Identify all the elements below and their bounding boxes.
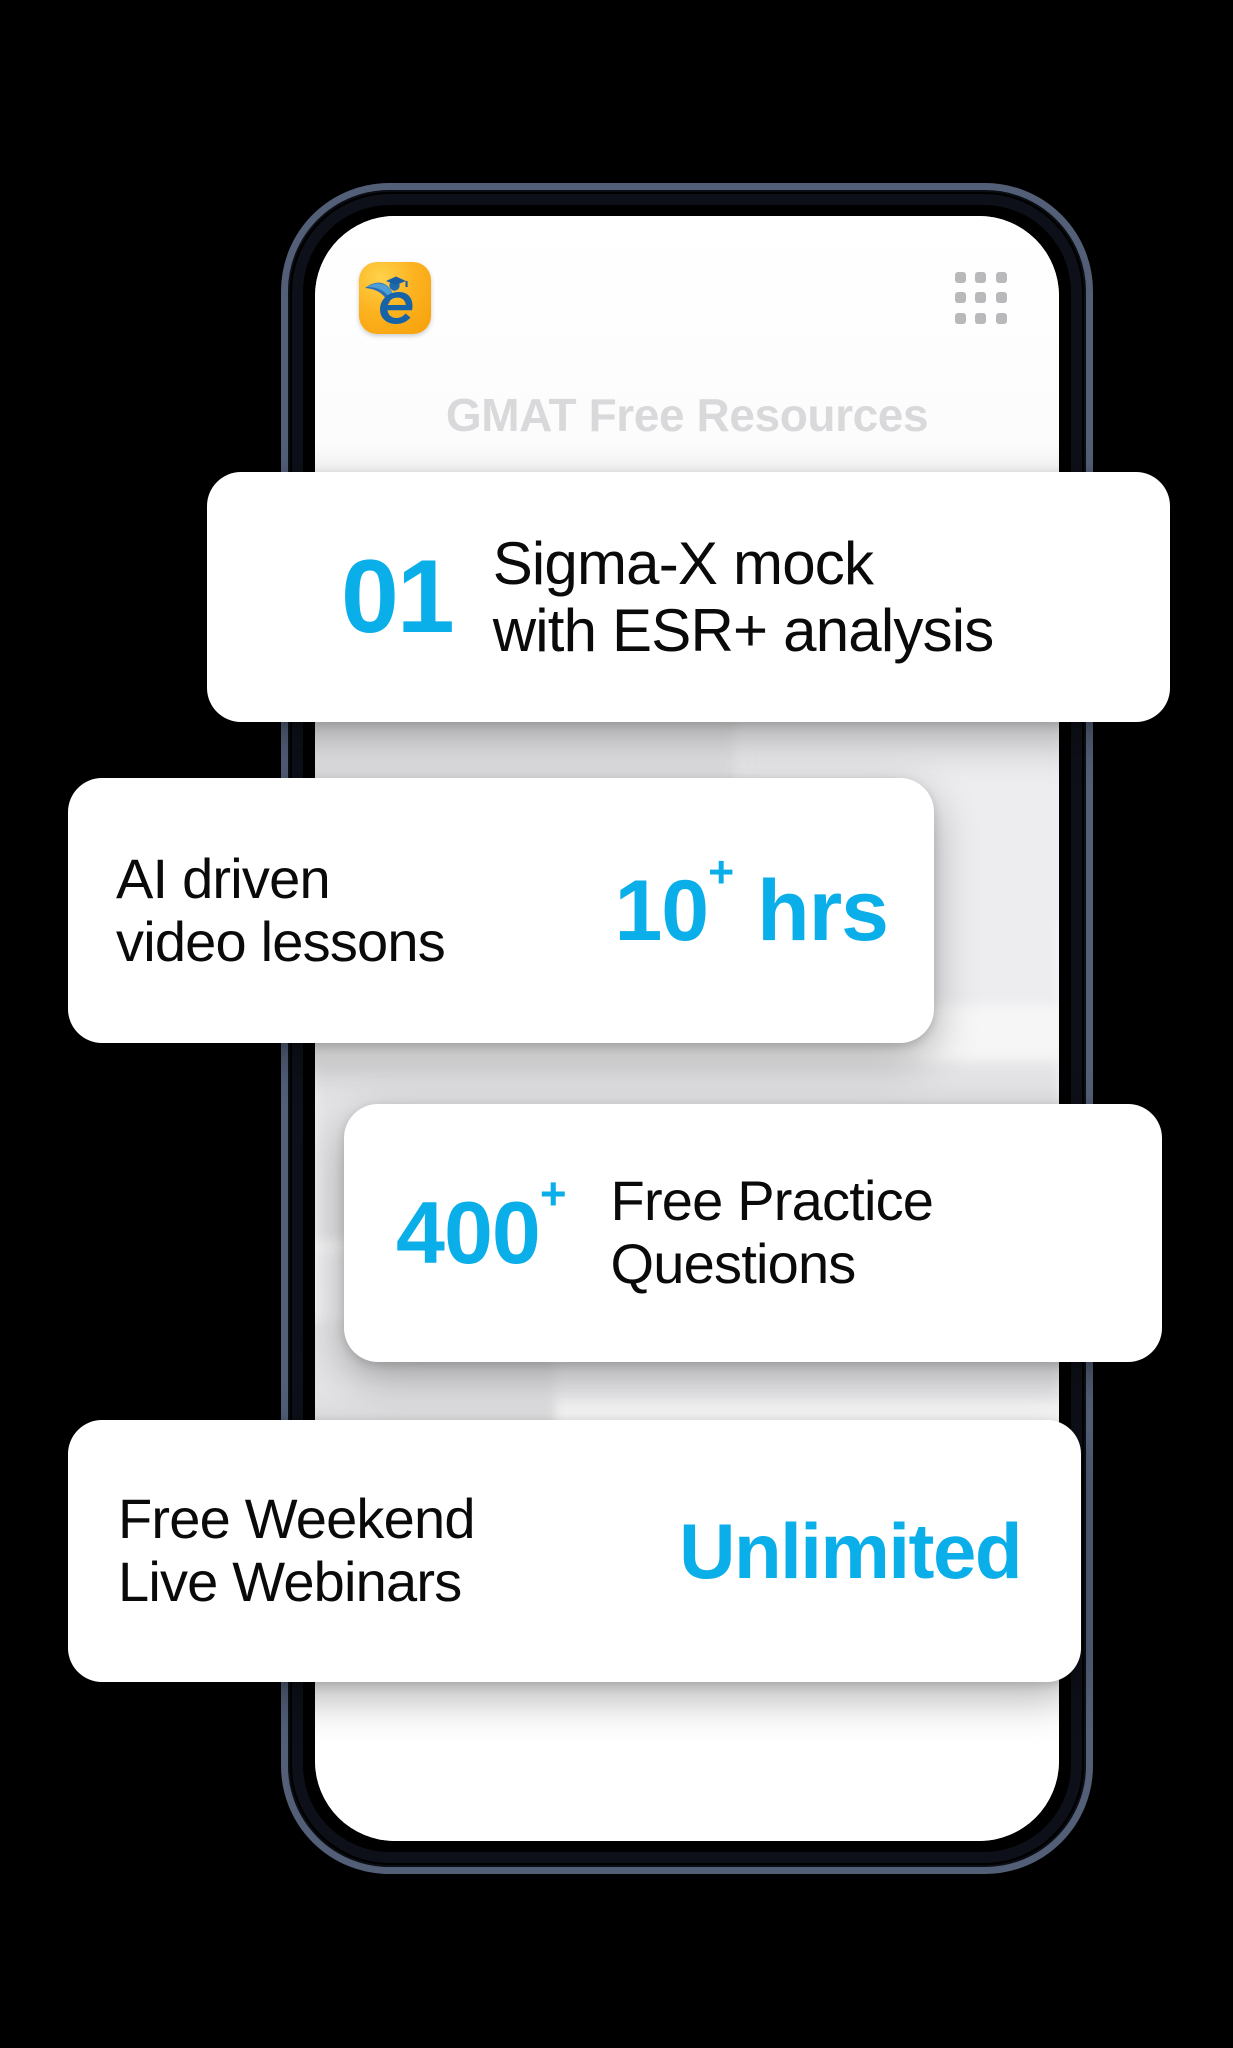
free-weekend-webinars-card[interactable]: Free Weekend Live Webinars Unlimited [68,1420,1081,1682]
card-label: Free Weekend Live Webinars [118,1487,475,1613]
grid-dot [975,292,987,304]
grid-dot [955,292,966,304]
card-label: Free Practice Questions [610,1169,934,1295]
card-highlight-value: 10+ hrs [614,850,889,954]
card-highlight-superscript: + [708,847,735,897]
app-top-bar [315,216,1059,366]
card-highlight-value: Unlimited [679,1507,1022,1595]
card-highlight-number: 400 [396,1183,541,1282]
card-label: Sigma-X mock with ESR+ analysis [492,529,995,664]
card-highlight-superscript: + [539,1167,567,1219]
grid-dot [975,272,987,283]
apps-grid-icon[interactable] [951,268,1011,328]
card-highlight-value: 400+ [396,1171,567,1277]
sigma-x-mock-card[interactable]: 01 Sigma-X mock with ESR+ analysis [207,472,1170,722]
grid-dot [995,292,1007,304]
grid-dot [995,272,1007,283]
grid-dot [975,312,987,324]
card-highlight-number: 10 [614,862,709,959]
ai-video-lessons-card[interactable]: AI driven video lessons 10+ hrs [68,778,934,1043]
free-practice-questions-card[interactable]: 400+ Free Practice Questions [344,1104,1162,1362]
card-highlight-value: 01 [341,539,455,655]
grid-dot [995,312,1007,324]
grid-dot [955,312,966,324]
egmat-logo-icon[interactable] [359,262,431,334]
grid-dot [955,272,966,283]
page-title: GMAT Free Resources [445,389,929,441]
card-highlight-suffix: hrs [734,862,889,959]
card-label: AI driven video lessons [116,846,446,973]
